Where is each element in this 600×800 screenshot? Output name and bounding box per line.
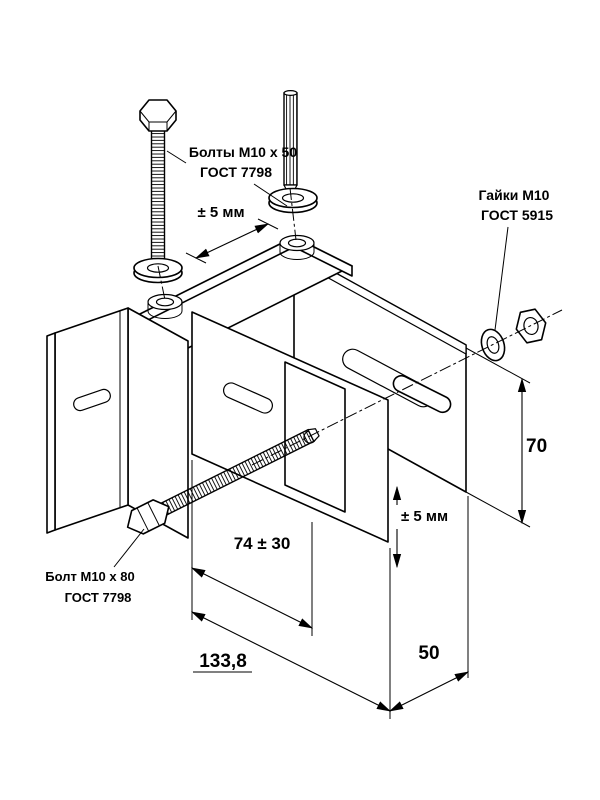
dimension-height-70	[465, 347, 531, 528]
dimension-133-text: 133,8	[199, 651, 247, 672]
centerline-stud	[289, 187, 297, 241]
ribbed-block-slot	[222, 382, 274, 414]
centerline-bolt-left	[157, 265, 166, 301]
label-bolts-top-line2: ГОСТ 7798	[200, 164, 272, 180]
label-bolt-side-line1: Болт М10 x 80	[45, 569, 134, 584]
threaded-stud	[283, 89, 298, 192]
bolt-top-vertical	[139, 99, 177, 270]
dimension-133	[190, 548, 392, 719]
angle-bracket	[46, 307, 189, 539]
dimension-tolerance-middle-text: ± 5 мм	[401, 508, 448, 525]
label-bolts-top-line1: Болты М10 x 50	[189, 144, 297, 160]
leader-bolts-top-2	[253, 183, 288, 207]
washer-top-right	[268, 187, 318, 214]
bolt-hole-boss-left	[147, 293, 183, 319]
leader-bolts-top-1	[166, 150, 187, 164]
dimension-height-70-text: 70	[526, 436, 547, 457]
leader-bolt-side	[113, 528, 145, 568]
label-nuts-line2: ГОСТ 5915	[481, 207, 553, 223]
dimension-50	[388, 496, 470, 712]
bracket-slot	[73, 388, 111, 412]
washer-top-left	[133, 257, 183, 284]
label-bolt-side-line2: ГОСТ 7798	[65, 590, 132, 605]
dimension-50-text: 50	[418, 643, 439, 664]
dimension-tolerance-top	[185, 218, 279, 264]
dimension-tolerance-top-text: ± 5 мм	[197, 204, 244, 221]
dimension-74-text: 74 ± 30	[234, 534, 291, 553]
bolt-hole-boss-right	[279, 234, 315, 260]
pin	[392, 374, 452, 414]
label-nuts-line1: Гайки М10	[479, 187, 550, 203]
leader-nuts	[494, 226, 509, 331]
centerline-main-axis	[251, 309, 563, 466]
